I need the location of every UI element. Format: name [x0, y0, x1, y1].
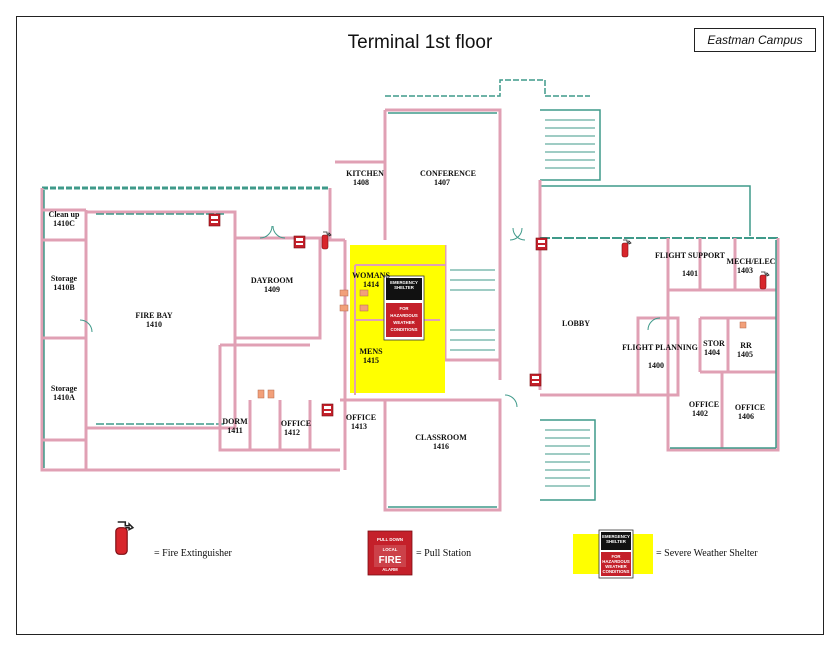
room-dayroom-number: 1409 — [264, 285, 280, 294]
room-mens-name: MENS — [359, 347, 383, 356]
room-storage-b-name: Storage — [51, 274, 78, 283]
room-cleanup-name: Clean up — [49, 210, 80, 219]
fixtures — [257, 289, 747, 399]
pull-station-marker — [293, 235, 306, 249]
svg-text:WEATHER: WEATHER — [605, 564, 627, 569]
legend-pull-station-icon: PULL DOWN LOCAL FIRE ALARM — [367, 530, 413, 576]
room-cleanup-number: 1410C — [53, 219, 75, 228]
svg-text:SHELTER: SHELTER — [394, 285, 415, 290]
legend-extinguisher-icon — [115, 521, 134, 556]
room-kitchen-name: KITCHEN — [346, 169, 384, 178]
svg-text:FOR: FOR — [611, 554, 621, 559]
pull-station-marker — [529, 373, 542, 387]
room-office-1402-name: OFFICE — [689, 400, 719, 409]
room-dorm-number: 1411 — [227, 426, 243, 435]
pull-station-marker — [321, 403, 334, 417]
legend-extinguisher-label: = Fire Extinguisher — [154, 548, 233, 559]
room-office-1412-number: 1412 — [284, 428, 300, 437]
svg-text:CONDITIONS: CONDITIONS — [391, 327, 418, 332]
room-fire-bay-number: 1410 — [146, 320, 162, 329]
room-dayroom-name: DAYROOM — [251, 276, 294, 285]
room-office-1413-name: OFFICE — [346, 413, 376, 422]
room-flight-planning-name: FLIGHT PLANNING — [622, 343, 698, 352]
svg-text:FIRE: FIRE — [379, 555, 402, 566]
campus-label: Eastman Campus — [694, 28, 816, 52]
room-womens-number: 1414 — [363, 280, 379, 289]
room-stor-name: STOR — [703, 339, 725, 348]
page-title: Terminal 1st floor — [347, 32, 493, 53]
fire-extinguisher-marker — [759, 271, 770, 290]
page-frame — [16, 16, 824, 635]
room-rr-name: RR — [740, 341, 752, 350]
svg-text:ALARM: ALARM — [382, 567, 398, 572]
room-mech-elec-name: MECH/ELEC — [727, 257, 776, 266]
room-storage-a-number: 1410A — [53, 393, 75, 402]
pull-station-marker — [208, 213, 221, 227]
room-flight-support-number: 1401 — [682, 269, 698, 278]
svg-text:HAZARDOUS: HAZARDOUS — [390, 313, 418, 318]
room-storage-a-name: Storage — [51, 384, 78, 393]
svg-text:HAZARDOUS: HAZARDOUS — [602, 559, 630, 564]
svg-text:EMERGENCY: EMERGENCY — [602, 534, 630, 539]
room-conference-name: CONFERENCE — [420, 169, 476, 178]
stairs — [450, 119, 595, 487]
fire-extinguisher-marker — [621, 239, 632, 258]
walls — [40, 79, 780, 512]
room-fire-bay-name: FIRE BAY — [135, 311, 172, 320]
room-flight-support-name: FLIGHT SUPPORT — [655, 251, 726, 260]
room-classroom-number: 1416 — [433, 442, 449, 451]
svg-text:FOR: FOR — [399, 306, 409, 311]
room-mech-elec-number: 1403 — [737, 266, 753, 275]
room-office-1413-number: 1413 — [351, 422, 367, 431]
svg-text:LOCAL: LOCAL — [383, 547, 398, 552]
room-stor-number: 1404 — [704, 348, 720, 357]
svg-text:PULL DOWN: PULL DOWN — [377, 537, 403, 542]
room-womens-name: WOMANS — [352, 271, 390, 280]
legend-shelter-sign: EMERGENCY SHELTER FOR HAZARDOUS WEATHER … — [598, 529, 634, 579]
door-swings — [79, 225, 661, 408]
room-kitchen-number: 1408 — [353, 178, 369, 187]
room-labels: Clean up 1410C Storage 1410B Storage 141… — [49, 169, 776, 451]
room-flight-planning-number: 1400 — [648, 361, 664, 370]
svg-text:WEATHER: WEATHER — [393, 320, 415, 325]
room-office-1402-number: 1402 — [692, 409, 708, 418]
room-office-1406-number: 1406 — [738, 412, 754, 421]
pull-station-marker — [535, 237, 548, 251]
room-classroom-name: CLASSROOM — [415, 433, 467, 442]
room-mens-number: 1415 — [363, 356, 379, 365]
legend-shelter-label: = Severe Weather Shelter — [656, 548, 758, 559]
room-rr-number: 1405 — [737, 350, 753, 359]
room-conference-number: 1407 — [434, 178, 450, 187]
room-storage-b-number: 1410B — [53, 283, 75, 292]
svg-text:CONDITIONS: CONDITIONS — [603, 569, 630, 574]
legend-pull-station-label: = Pull Station — [416, 548, 471, 559]
shelter-sign: EMERGENCY SHELTER FOR HAZARDOUS WEATHER … — [383, 275, 425, 341]
room-office-1406-name: OFFICE — [735, 403, 765, 412]
legend: = Fire Extinguisher PULL DOWN LOCAL FIRE… — [115, 521, 758, 579]
svg-text:EMERGENCY: EMERGENCY — [390, 280, 418, 285]
svg-text:SHELTER: SHELTER — [606, 539, 627, 544]
room-dorm-name: DORM — [222, 417, 248, 426]
room-lobby-name: LOBBY — [562, 319, 590, 328]
room-office-1412-name: OFFICE — [281, 419, 311, 428]
